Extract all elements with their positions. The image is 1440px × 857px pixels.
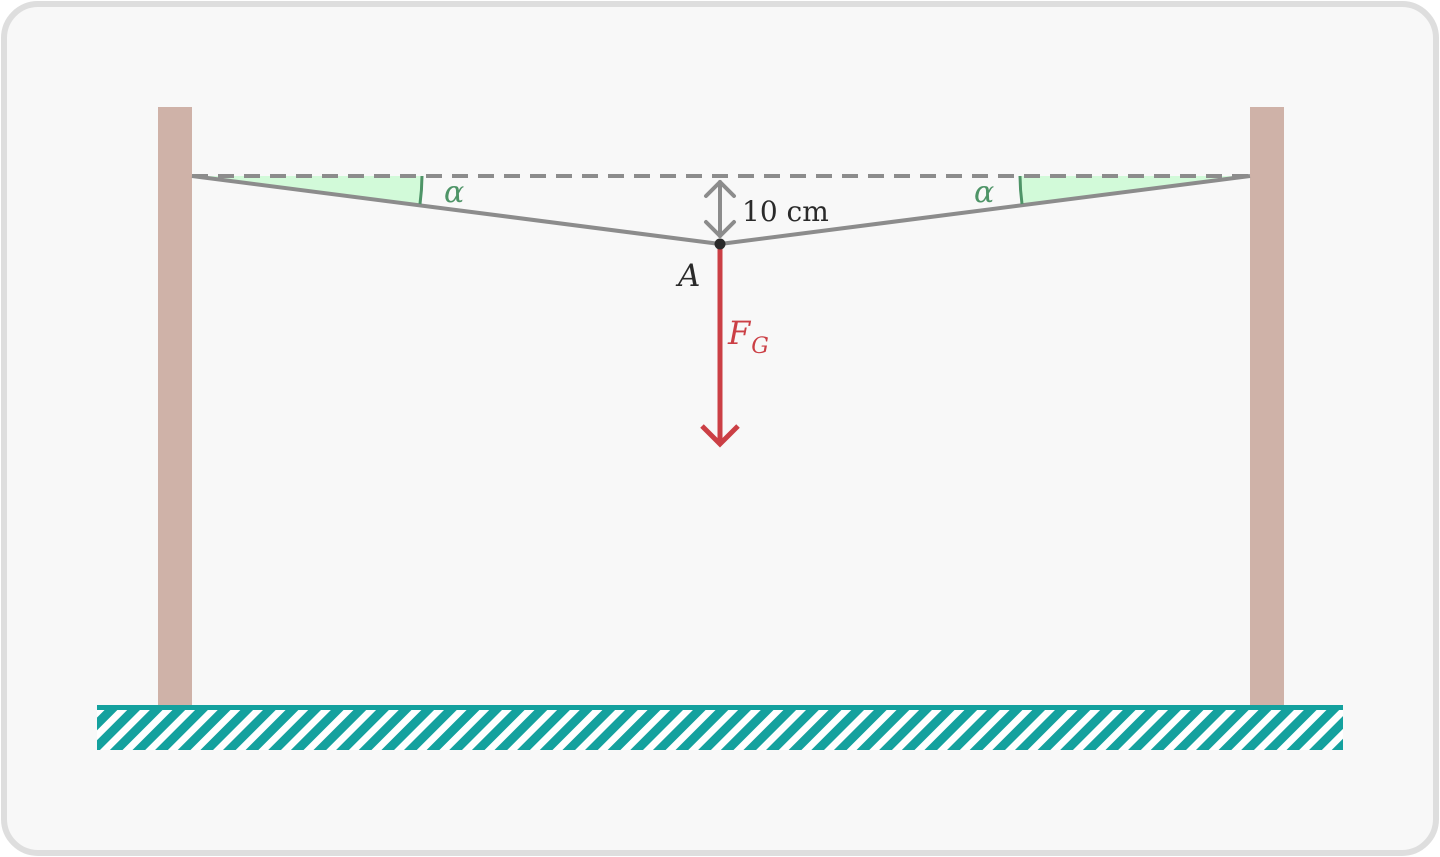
sag-dimension-arrow: [704, 180, 736, 238]
force-label-main: F: [727, 314, 752, 352]
left-angle-arc: [418, 175, 424, 205]
left-post: [158, 107, 192, 705]
force-label-subscript: G: [751, 334, 769, 359]
point-a-dot: [714, 238, 726, 250]
ground: [97, 705, 1343, 750]
right-angle-arc: [1018, 175, 1024, 205]
left-angle-label: α: [444, 175, 464, 210]
ground-surface-line: [97, 705, 1343, 710]
force-label: FG: [727, 314, 769, 359]
ground-hatching: [97, 708, 1343, 750]
gravity-force-arrow: [700, 244, 740, 448]
right-post: [1250, 107, 1284, 705]
sag-label: 10 cm: [742, 195, 829, 228]
right-angle-label: α: [974, 175, 994, 210]
point-a-label: A: [675, 258, 700, 294]
